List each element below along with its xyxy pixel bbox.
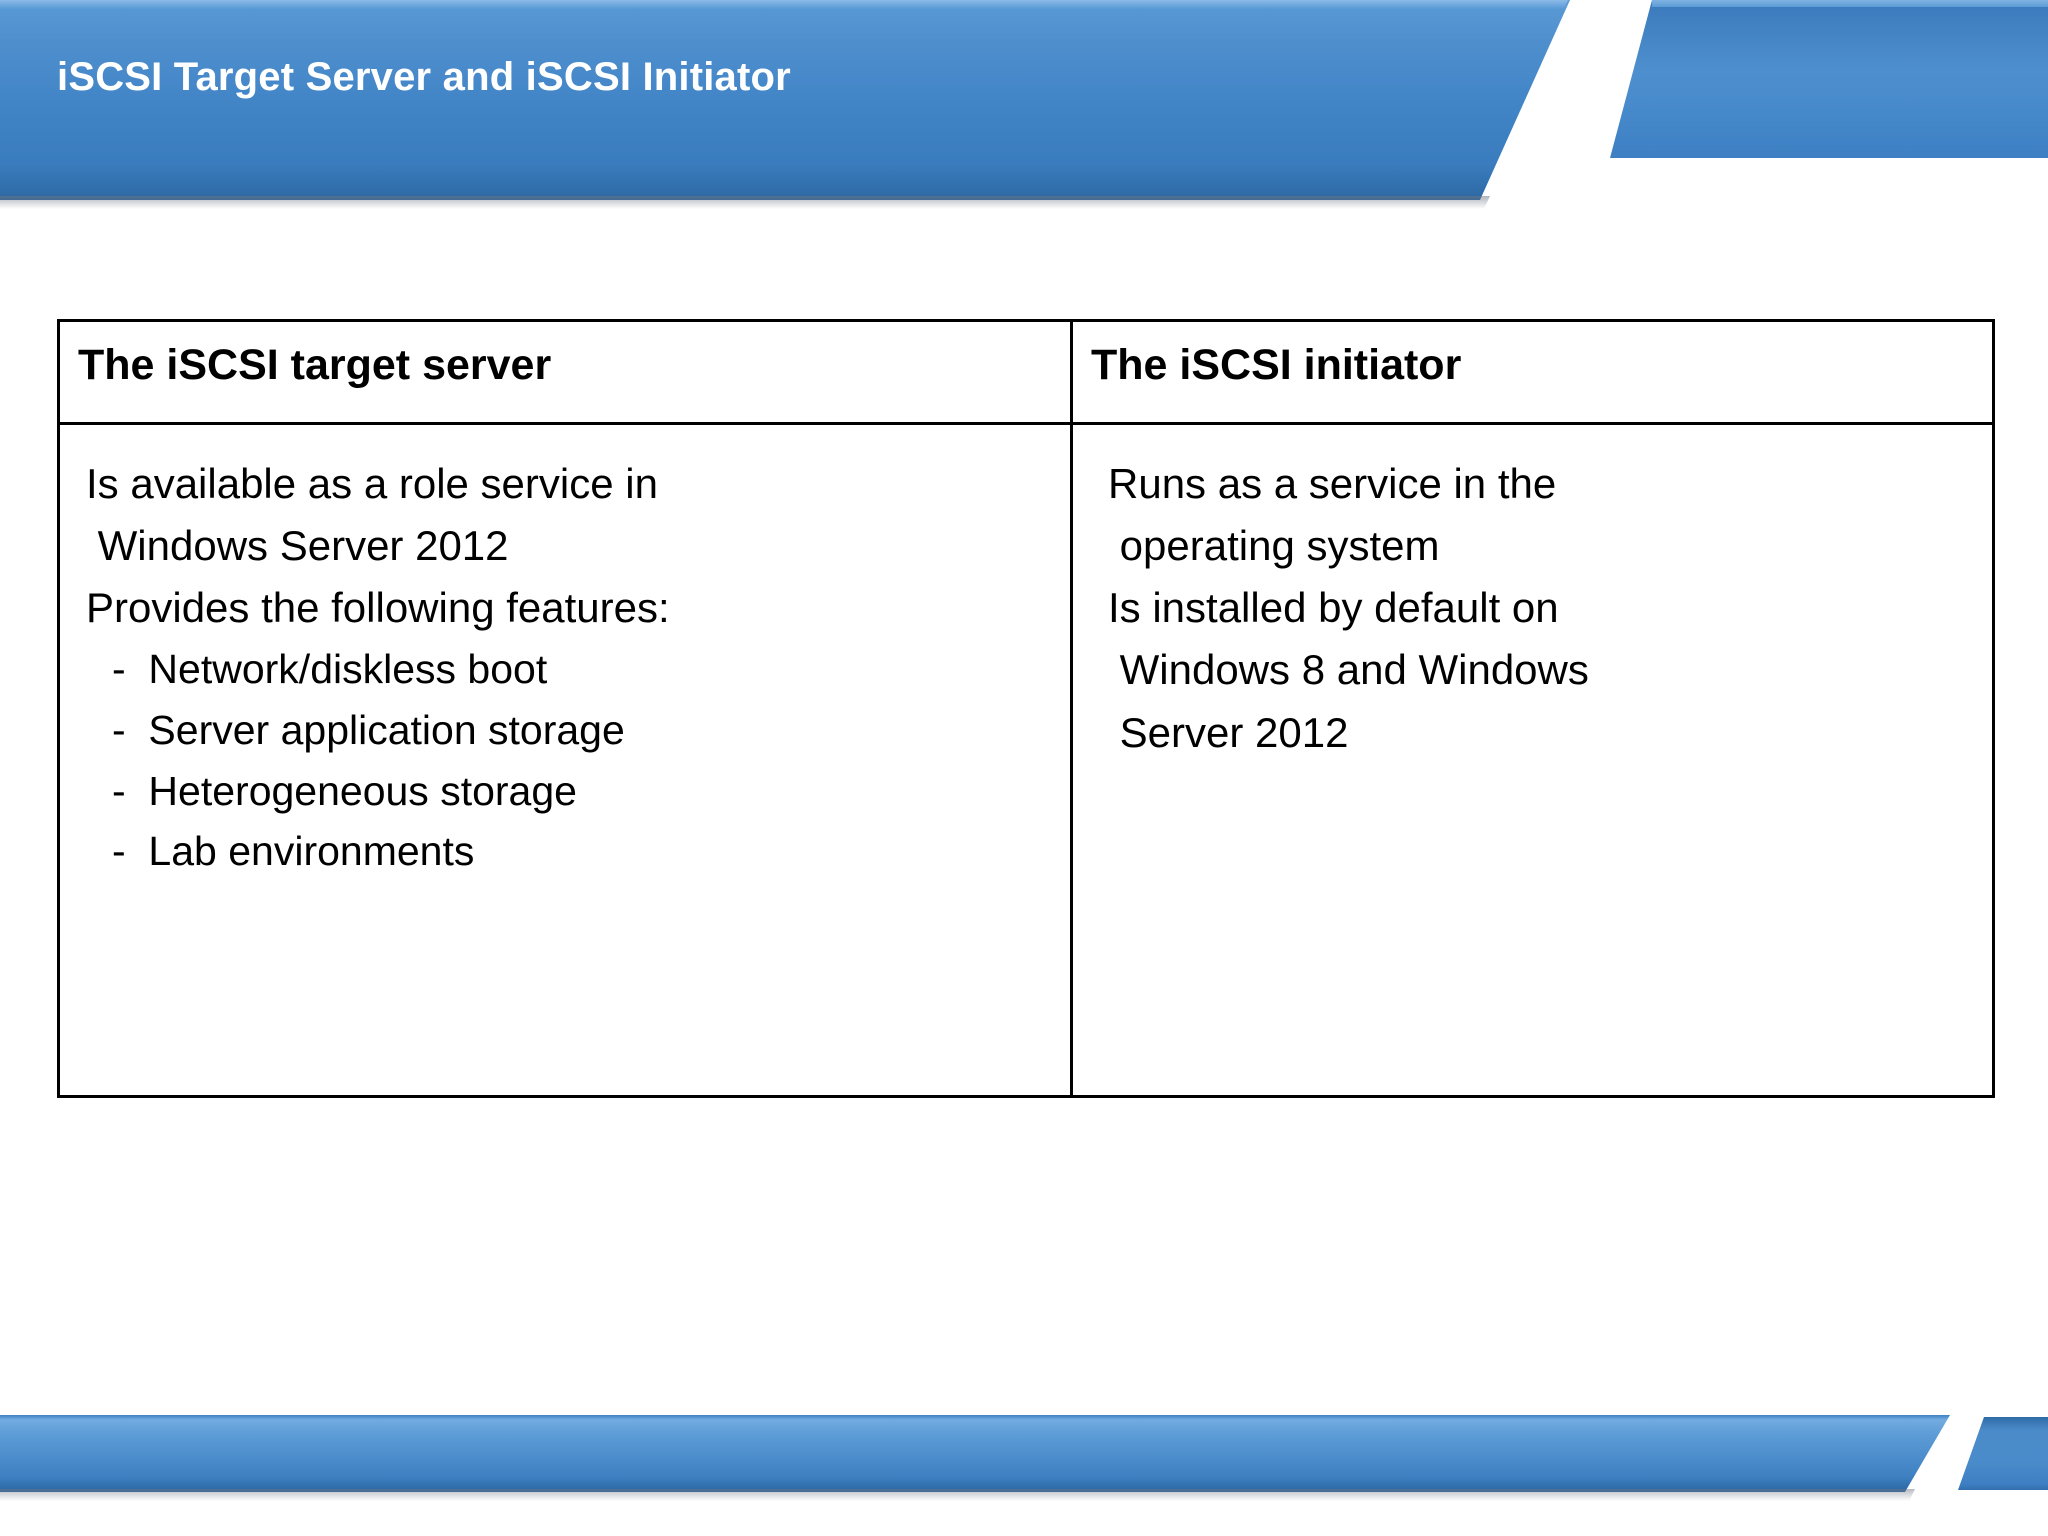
table-header-row: The iSCSI target server The iSCSI initia… — [57, 319, 1995, 425]
list-item: - Network/diskless boot — [112, 646, 548, 693]
column-header-label: The iSCSI initiator — [1091, 341, 1462, 389]
slide-header-band: iSCSI Target Server and iSCSI Initiator — [0, 0, 2048, 215]
initiator-feature-list: Runs as a service in the operating syste… — [1073, 425, 1992, 764]
list-item: - Heterogeneous storage — [112, 767, 577, 814]
comparison-table: The iSCSI target server The iSCSI initia… — [57, 319, 1995, 1098]
column-header-label: The iSCSI target server — [78, 341, 552, 389]
list-item: Is available as a role service in — [86, 460, 658, 507]
header-banner-highlight-strip — [0, 0, 1568, 9]
table-column-header-initiator: The iSCSI initiator — [1070, 319, 1995, 425]
list-item: Windows Server 2012 — [86, 522, 509, 570]
list-item: Is installed by default on — [1108, 584, 1559, 632]
target-server-feature-list: Is available as a role service in Window… — [60, 425, 1070, 882]
list-item: Server 2012 — [1108, 708, 1349, 756]
footer-banner-drop-shadow — [0, 1489, 1915, 1501]
header-accent-highlight-strip — [1652, 0, 2048, 7]
list-item: Windows 8 and Windows — [1108, 646, 1589, 694]
list-item: operating system — [1108, 522, 1440, 570]
header-accent-parallelogram — [1610, 0, 2048, 158]
table-column-header-target-server: The iSCSI target server — [57, 319, 1073, 425]
table-cell-initiator-details: Runs as a service in the operating syste… — [1070, 422, 1995, 1098]
header-banner-drop-shadow — [0, 196, 1490, 209]
list-item: Provides the following features: — [86, 584, 670, 632]
list-item: Runs as a service in the — [1108, 460, 1557, 507]
header-main-banner — [0, 0, 1570, 200]
list-item: - Lab environments — [112, 828, 475, 875]
table-row: Is available as a role service in Window… — [57, 422, 1995, 1098]
page-title: iSCSI Target Server and iSCSI Initiator — [57, 55, 791, 99]
footer-main-banner — [0, 1415, 1950, 1492]
slide-footer-band — [0, 1405, 2048, 1536]
footer-accent-parallelogram — [1958, 1417, 2048, 1490]
table-cell-target-server-details: Is available as a role service in Window… — [57, 422, 1073, 1098]
list-item: - Server application storage — [112, 707, 625, 754]
